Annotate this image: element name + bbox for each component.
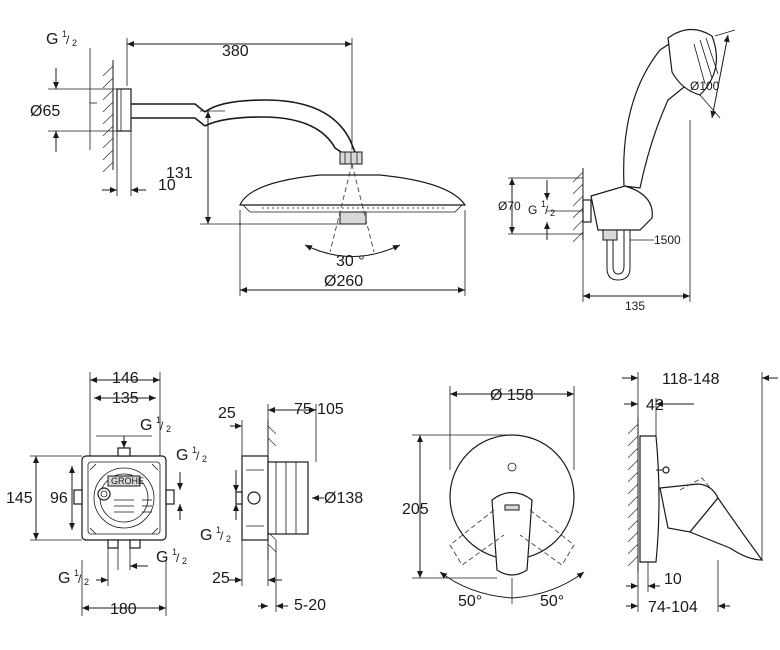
svg-text:2: 2 (182, 556, 187, 566)
svg-text:1: 1 (192, 445, 197, 455)
port-bottom-left (107, 539, 119, 549)
hand-thread-g: G (528, 203, 537, 217)
arm-curve-upper (204, 99, 356, 153)
tilt-angle-label: 30 ° (336, 253, 365, 270)
port-left (73, 489, 83, 505)
head-center (339, 211, 367, 225)
box-top-thread-g: G (140, 417, 152, 434)
box-width-outer-label: 146 (112, 370, 139, 387)
svg-text:/: / (545, 203, 549, 217)
mixer-plate-depth-label: 42 (646, 397, 664, 414)
svg-text:1: 1 (156, 415, 161, 425)
head-shower-view: 30 ° 380 G 1 / 2 Ø65 10 131 Ø260 (30, 29, 467, 296)
head-thread-num: 1 (62, 29, 67, 39)
arm-pipe (131, 103, 206, 127)
svg-text:/: / (196, 449, 200, 463)
hand-thread-den: 2 (550, 208, 555, 218)
svg-text:2: 2 (166, 424, 171, 434)
flange (116, 88, 132, 132)
svg-text:/: / (220, 529, 224, 543)
hose-length-label: 1500 (654, 233, 681, 247)
box-height-outer-label: 145 (6, 490, 33, 507)
mixer-wall-gap-label: 10 (664, 571, 682, 588)
hose-nut (602, 229, 618, 241)
port-right (165, 489, 175, 505)
arm-curve-lower (204, 116, 342, 153)
mixer-screw-hole (507, 462, 517, 472)
mixer-angle-right-label: 50° (540, 593, 564, 610)
box-width-inner-label: 135 (112, 390, 139, 407)
outlet-diameter-label: Ø70 (498, 199, 521, 213)
side-adjust-label: 5-20 (294, 597, 326, 614)
side-depth-label: 75-105 (294, 401, 344, 418)
wall-offset-label: 10 (158, 177, 176, 194)
side-body (267, 461, 309, 535)
mixer-lever-range-label: 74-104 (648, 599, 698, 616)
wall-hatch (102, 60, 114, 173)
mixer-height-label: 205 (402, 501, 429, 518)
box-height-inner-label: 96 (50, 490, 68, 507)
mixer-screw (662, 466, 670, 474)
drop-height-label: 131 (166, 165, 193, 182)
holder-body (590, 185, 653, 231)
wall-outlet (582, 199, 592, 223)
head-thread-den: 2 (72, 38, 77, 48)
svg-text:2: 2 (84, 577, 89, 587)
side-port (247, 491, 261, 505)
mixer-lever (491, 491, 533, 576)
side-thread-den: 2 (226, 534, 231, 544)
flange-diameter-label: Ø65 (30, 103, 60, 120)
svg-text:/: / (78, 572, 82, 586)
mixer-angle-left-label: 50° (458, 593, 482, 610)
box-body (81, 455, 167, 541)
grohe-logo-plate (107, 475, 141, 487)
side-offset-label: 25 (212, 570, 230, 587)
svg-text:1: 1 (74, 568, 79, 578)
svg-text:/: / (160, 419, 164, 433)
box-ring (93, 467, 155, 529)
hand-thread-num: 1 (541, 199, 546, 209)
mixer-front-view: 50° 50° Ø 158 205 (402, 386, 585, 610)
head-diameter-label: Ø260 (324, 273, 363, 290)
box-front-view: GROHE 146 135 G 1 / 2 G 1 / (6, 370, 207, 618)
port-bottom-right (129, 539, 141, 549)
side-thread-g: G (200, 527, 212, 544)
svg-text:/: / (66, 33, 70, 47)
side-thread-num: 1 (216, 525, 221, 535)
lever-mark (504, 504, 520, 511)
port-top (117, 447, 131, 457)
mixer-diameter-label: Ø 158 (490, 387, 534, 404)
projection-label: 135 (625, 299, 645, 313)
arm-length-label: 380 (222, 43, 249, 60)
grohe-logo: GROHE (111, 476, 144, 486)
svg-text:/: / (176, 551, 180, 565)
svg-text:1: 1 (172, 547, 177, 557)
mixer-side-depth-label: 118-148 (662, 371, 720, 388)
box-width-bottom-label: 180 (110, 601, 137, 618)
box-right-thread-g: G (176, 447, 188, 464)
hand-head-diameter-label: Ø100 (690, 79, 720, 93)
svg-text:2: 2 (202, 454, 207, 464)
box-port-left (97, 487, 111, 501)
box-side-view: 75-105 25 Ø138 G 1 / 2 25 5-20 (200, 401, 363, 614)
hand-shower-view: Ø100 Ø70 G 1 / 2 1500 135 (498, 28, 736, 313)
head-thread-g: G (46, 31, 58, 48)
mixer-side-view: 118-148 42 10 74-104 (622, 371, 778, 616)
mixer-side-plate (639, 435, 660, 563)
shower-head (239, 174, 467, 206)
box-left-thread-g: G (58, 570, 70, 587)
side-diameter-label: Ø138 (324, 490, 363, 507)
svg-text:25: 25 (218, 405, 236, 422)
box-bottom-thread-g: G (156, 549, 168, 566)
